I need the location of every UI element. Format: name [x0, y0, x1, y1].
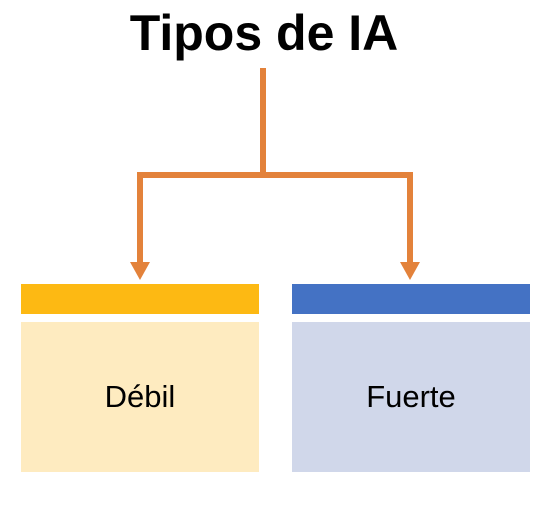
- node-fuerte-box: Fuerte: [292, 322, 530, 472]
- diagram-title: Tipos de IA: [129, 5, 399, 61]
- node-fuerte-header-bar: [292, 284, 530, 314]
- node-debil-header-bar: [21, 284, 259, 314]
- arrowhead-right-icon: [400, 262, 420, 280]
- node-debil-box: Débil: [21, 322, 259, 472]
- node-fuerte-label: Fuerte: [366, 379, 456, 414]
- node-debil-label: Débil: [104, 379, 176, 414]
- arrowhead-left-icon: [130, 262, 150, 280]
